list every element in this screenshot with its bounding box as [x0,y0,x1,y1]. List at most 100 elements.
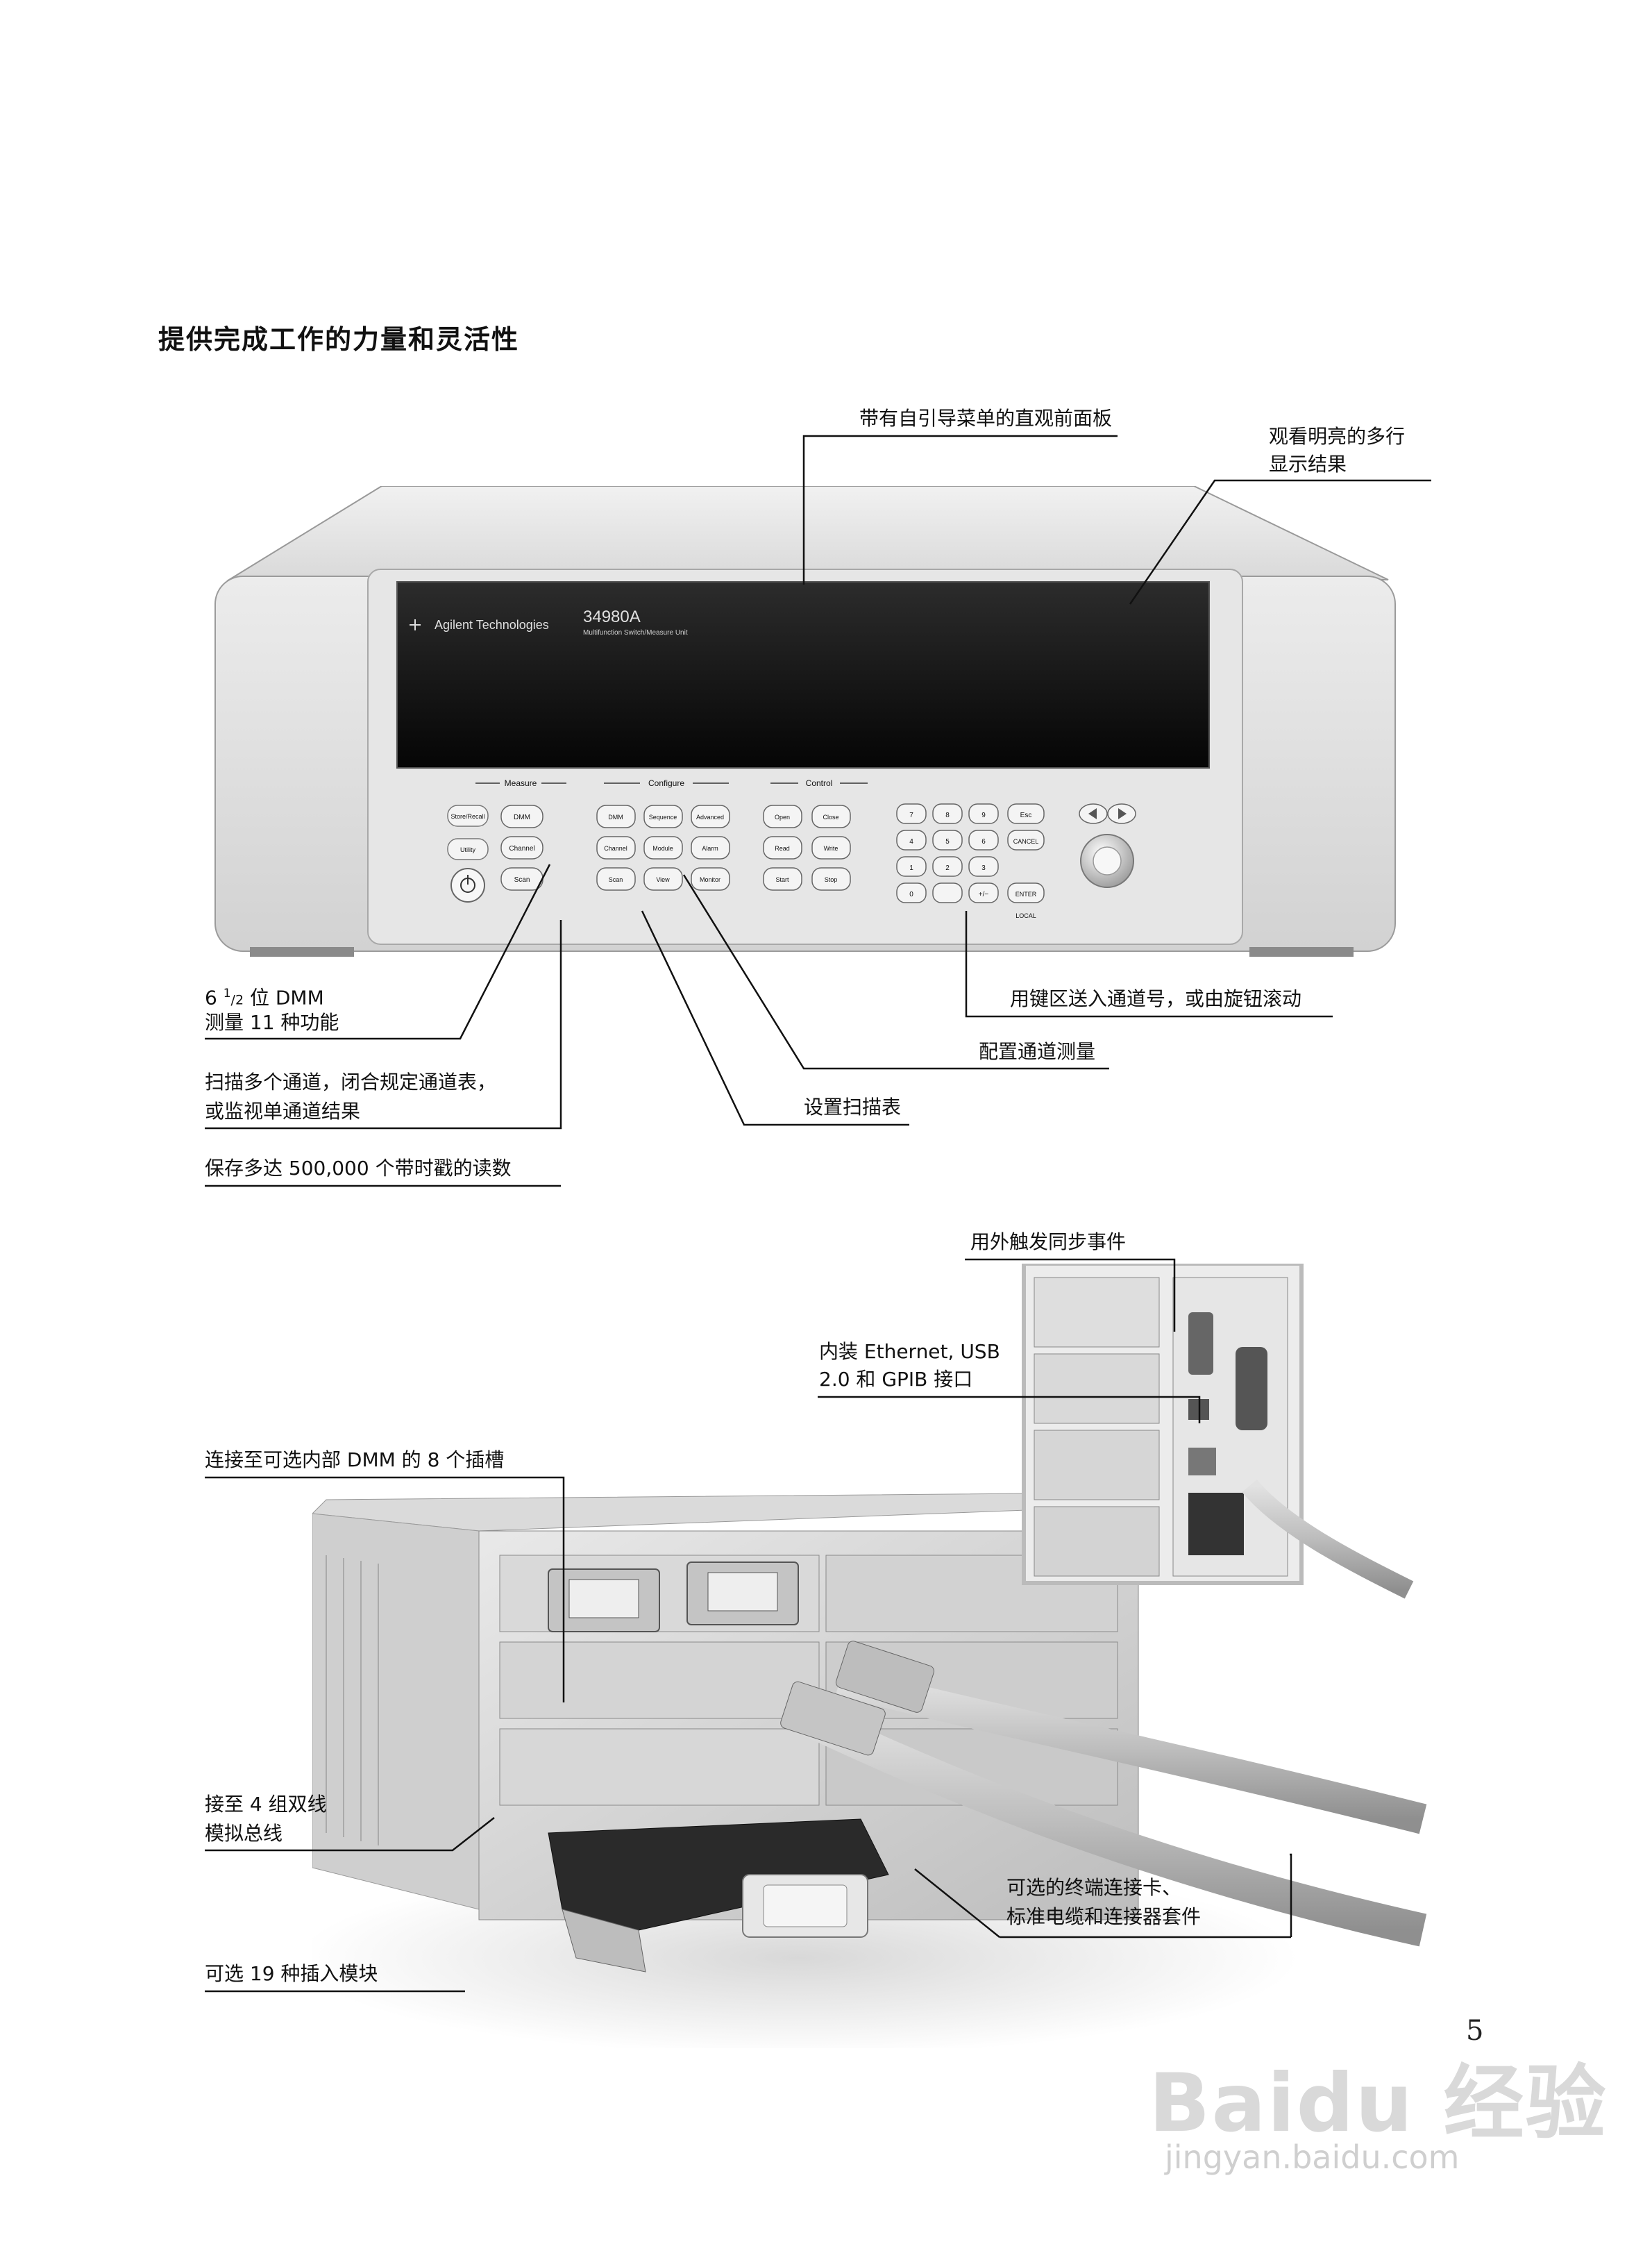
svg-text:Channel: Channel [604,845,627,852]
key-4[interactable]: 4 [896,830,927,851]
control-stop-key[interactable]: Stop [811,867,851,891]
store-recall-key[interactable]: Store/Recall [447,805,489,827]
svg-text:1: 1 [909,864,913,872]
svg-text:+/−: +/− [979,891,989,898]
svg-text:Write: Write [824,845,838,852]
caption-modules: 可选 19 种插入模块 [205,1962,378,1985]
model-label: 34980A [583,608,641,626]
caption-keypad: 用键区送入通道号，或由旋钮滚动 [1010,987,1302,1010]
local-label: LOCAL [1015,912,1036,919]
utility-key[interactable]: Utility [447,838,489,860]
measure-channel-key[interactable]: Channel [500,836,543,860]
svg-text:Utility: Utility [460,846,475,853]
caption-bus-line1: 接至 4 组双线 [205,1793,327,1816]
watermark-url: jingyan.baidu.com [1165,2138,1460,2176]
svg-text:Channel: Channel [509,845,534,853]
key-7[interactable]: 7 [896,803,927,824]
svg-text:5: 5 [945,838,950,846]
key-plus-minus[interactable]: +/− [968,882,999,903]
key-enter[interactable]: ENTER [1007,882,1045,903]
control-start-key[interactable]: Start [763,867,802,891]
configure-alarm-key[interactable]: Alarm [691,836,730,860]
caption-display-line2: 显示结果 [1269,453,1347,476]
control-group-label: Control [806,778,833,788]
key-9[interactable]: 9 [968,803,999,824]
svg-text:Sequence: Sequence [649,814,677,821]
key-2[interactable]: 2 [932,856,963,877]
front-panel-illustration: Agilent Technologies 34980A Multifunctio… [214,486,1396,957]
svg-text:Advanced: Advanced [696,814,724,821]
control-read-key[interactable]: Read [763,836,802,860]
caption-front-panel: 带有自引导菜单的直观前面板 [859,407,1113,430]
key-0[interactable]: 0 [896,882,927,903]
page-heading: 提供完成工作的力量和灵活性 [158,324,520,355]
control-close-key[interactable]: Close [811,805,851,828]
rear-panel-illustration [312,1264,1427,2048]
svg-text:Stop: Stop [825,876,838,883]
caption-store-readings: 保存多达 500,000 个带时戳的读数 [205,1157,512,1180]
svg-text:8: 8 [945,812,950,819]
svg-text:Read: Read [775,845,790,852]
key-8[interactable]: 8 [932,803,963,824]
svg-text:Close: Close [823,814,838,821]
svg-text:9: 9 [981,812,986,819]
page-number: 5 [1466,2015,1484,2047]
key-cancel[interactable]: CANCEL [1007,830,1045,851]
caption-scan-line2: 或监视单通道结果 [205,1100,361,1123]
caption-scan-list: 设置扫描表 [804,1096,902,1119]
svg-text:Start: Start [775,876,789,883]
arrow-left-key[interactable] [1079,803,1108,824]
rotary-knob[interactable] [1080,834,1134,888]
key-6[interactable]: 6 [968,830,999,851]
caption-trigger: 用外触发同步事件 [970,1230,1127,1253]
svg-text:6: 6 [981,838,986,846]
svg-text:Esc: Esc [1020,812,1032,819]
key-5[interactable]: 5 [932,830,963,851]
key-3[interactable]: 3 [968,856,999,877]
caption-terminal-line2: 标准电缆和连接器套件 [1006,1905,1202,1928]
caption-bus-line2: 模拟总线 [205,1822,283,1845]
key-decimal[interactable] [932,882,963,903]
configure-channel-key[interactable]: Channel [596,836,636,860]
control-open-key[interactable]: Open [763,805,802,828]
caption-io-line2: 2.0 和 GPIB 接口 [819,1368,973,1391]
configure-monitor-key[interactable]: Monitor [691,867,730,891]
caption-slots: 连接至可选内部 DMM 的 8 个插槽 [205,1448,505,1471]
svg-text:2: 2 [945,864,950,872]
control-write-key[interactable]: Write [811,836,851,860]
power-button[interactable] [450,868,485,903]
configure-view-key[interactable]: View [643,867,683,891]
measure-dmm-key[interactable]: DMM [500,805,543,828]
svg-text:DMM: DMM [514,814,530,821]
caption-dmm-functions: 测量 11 种功能 [205,1011,339,1034]
caption-scan-line1: 扫描多个通道，闭合规定通道表， [205,1071,497,1094]
svg-text:Open: Open [775,814,790,821]
configure-module-key[interactable]: Module [643,836,683,860]
svg-text:View: View [656,876,670,883]
svg-text:Monitor: Monitor [700,876,720,883]
svg-text:Module: Module [652,845,673,852]
configure-advanced-key[interactable]: Advanced [691,805,730,828]
caption-display-line1: 观看明亮的多行 [1269,425,1406,448]
key-1[interactable]: 1 [896,856,927,877]
caption-io-line1: 内装 Ethernet, USB [819,1340,1000,1363]
configure-dmm-key[interactable]: DMM [596,805,636,828]
brand-label: Agilent Technologies [435,618,549,632]
svg-text:3: 3 [981,864,986,872]
caption-dmm-digits: 6 1/2 位 DMM [205,986,324,1010]
svg-text:0: 0 [909,891,913,898]
svg-text:4: 4 [909,838,913,846]
svg-text:7: 7 [909,812,913,819]
caption-config-channel: 配置通道测量 [979,1040,1096,1063]
svg-text:Scan: Scan [514,876,530,884]
key-esc[interactable]: Esc [1007,803,1045,824]
svg-text:Alarm: Alarm [702,845,718,852]
watermark-main: Baidu 经验 [1149,2057,1608,2150]
svg-text:CANCEL: CANCEL [1013,838,1039,845]
configure-group-label: Configure [648,778,684,788]
caption-terminal-line1: 可选的终端连接卡、 [1006,1876,1182,1899]
configure-scan-key[interactable]: Scan [596,867,636,891]
configure-sequence-key[interactable]: Sequence [643,805,683,828]
arrow-right-key[interactable] [1107,803,1136,824]
